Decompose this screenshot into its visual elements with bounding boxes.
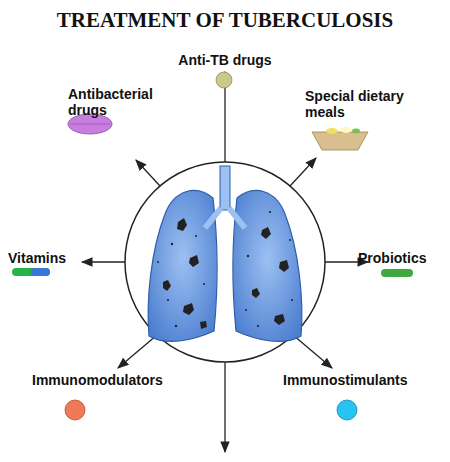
lung-circle <box>125 162 325 362</box>
treatment-label: Probiotics <box>358 250 448 266</box>
treatment-label: Anti-TB drugs <box>160 52 290 68</box>
treatment-label: Antibacterial drugs <box>68 86 168 118</box>
diagram-title: TREATMENT OF TUBERCULOSIS <box>0 8 450 33</box>
treatment-label: Special dietary meals <box>305 88 417 120</box>
arrows <box>82 72 368 452</box>
treatment-label: Immunomodulators <box>32 372 182 388</box>
lungs <box>148 166 302 341</box>
pills <box>12 72 413 420</box>
treatment-label: Immunostimulants <box>283 372 443 388</box>
treatment-label: Vitamins <box>8 250 88 266</box>
